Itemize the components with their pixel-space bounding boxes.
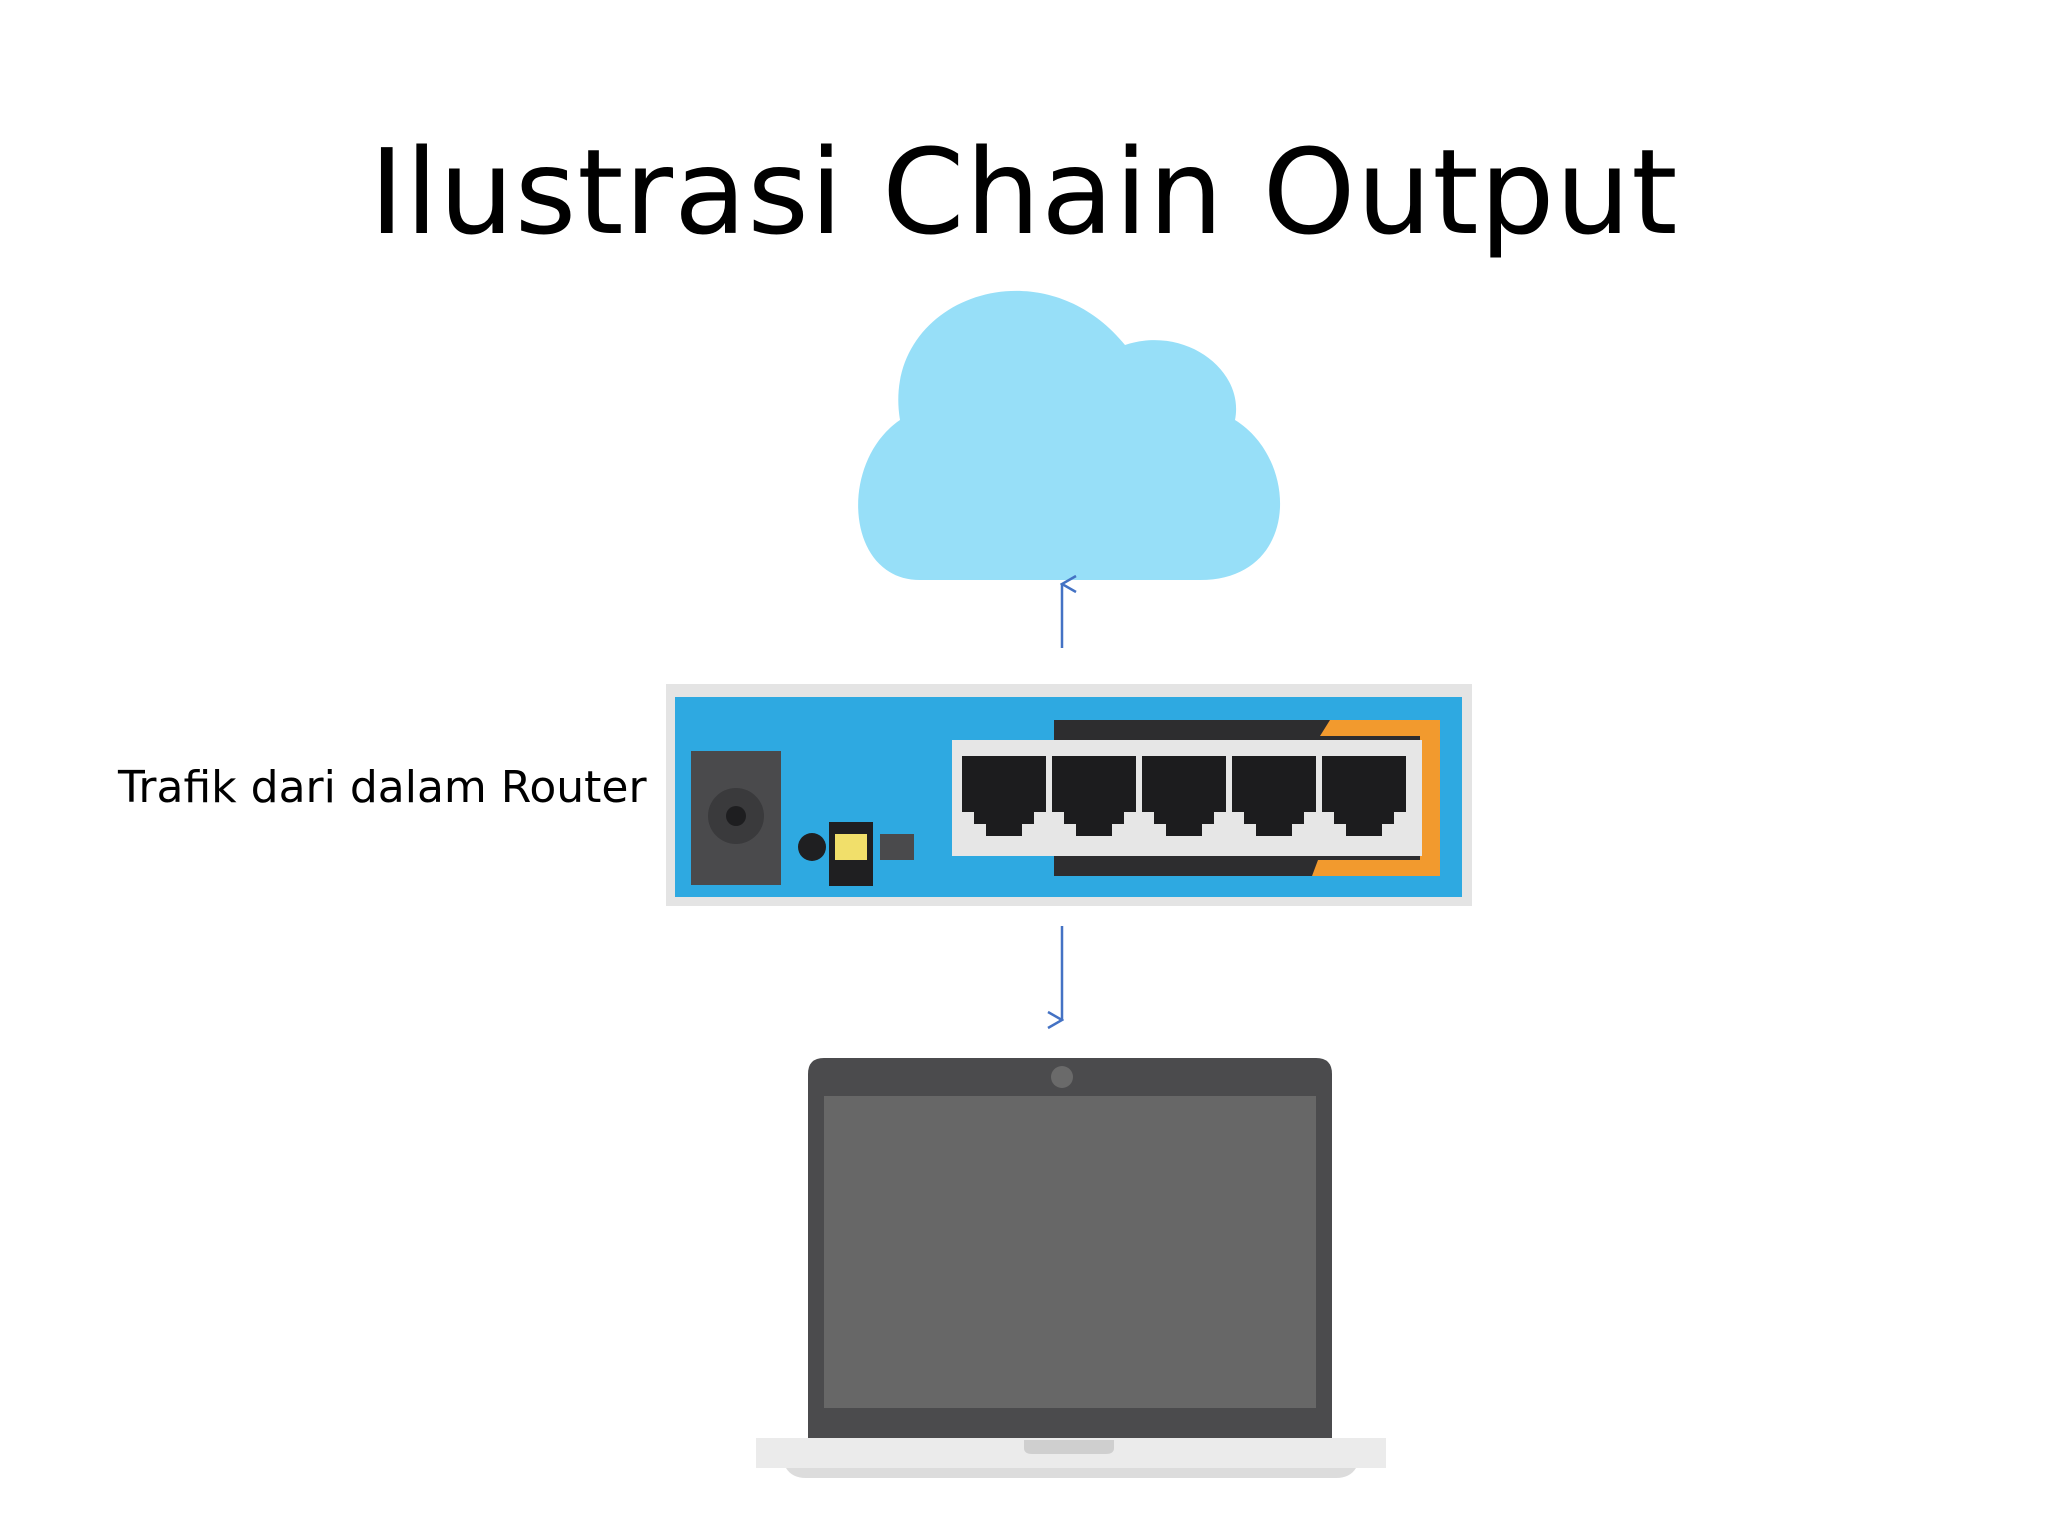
ethernet-port [1052, 756, 1136, 836]
laptop-screen [824, 1096, 1316, 1408]
ethernet-port [1142, 756, 1226, 836]
reset-button [798, 833, 826, 861]
router-icon [666, 684, 1472, 906]
status-led [835, 834, 867, 860]
page-title: Ilustrasi Chain Output [369, 123, 1679, 261]
webcam [1051, 1066, 1073, 1088]
cloud-icon [858, 290, 1281, 580]
laptop-icon [756, 1058, 1386, 1478]
ethernet-port [1232, 756, 1316, 836]
ethernet-port [962, 756, 1046, 836]
ethernet-port [1322, 756, 1406, 836]
router-label: Trafik dari dalam Router [118, 762, 647, 813]
